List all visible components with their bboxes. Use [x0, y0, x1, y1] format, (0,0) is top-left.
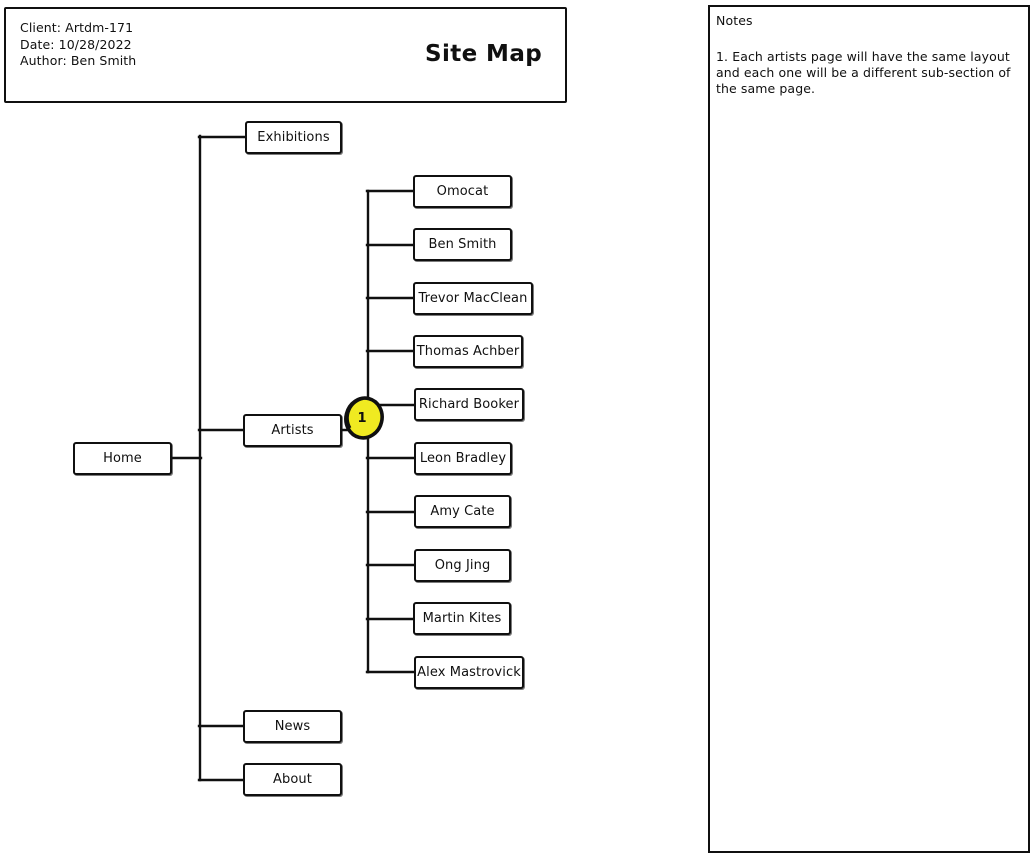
node-artist-richard-booker[interactable]: Richard Booker	[414, 388, 524, 421]
node-about[interactable]: About	[243, 763, 342, 796]
notes-text: 1. Each artists page will have the same …	[716, 49, 1011, 96]
author-label: Author: Ben Smith	[20, 53, 137, 68]
date-label: Date: 10/28/2022	[20, 36, 132, 52]
client-label: Client: Artdm-171	[20, 20, 134, 35]
project-meta: Client: Artdm-171 Date: 10/28/2022 Autho…	[20, 20, 136, 70]
node-artist-ong-jing[interactable]: Ong Jing	[414, 549, 511, 582]
annotation-number: 1	[357, 410, 367, 426]
notes-panel: Notes 1. Each artists page will have the…	[708, 5, 1030, 853]
header-box: Client: Artdm-171 Date: 10/28/2022 Autho…	[4, 7, 567, 103]
node-home[interactable]: Home	[73, 442, 172, 475]
node-artist-ben-smith[interactable]: Ben Smith	[413, 228, 512, 261]
annotation-marker-1[interactable]: 1	[342, 395, 388, 441]
node-exhibitions[interactable]: Exhibitions	[245, 121, 342, 154]
node-artist-trevor-macclean[interactable]: Trevor MacClean	[413, 282, 533, 315]
node-artist-omocat[interactable]: Omocat	[413, 175, 512, 208]
node-artist-thomas-achber[interactable]: Thomas Achber	[413, 335, 523, 368]
node-artists[interactable]: Artists	[243, 414, 342, 447]
notes-heading: Notes	[716, 13, 753, 28]
node-artist-amy-cate[interactable]: Amy Cate	[414, 495, 511, 528]
node-artist-martin-kites[interactable]: Martin Kites	[413, 602, 511, 635]
node-artist-alex-mastrovick[interactable]: Alex Mastrovick	[414, 656, 524, 689]
node-artist-leon-bradley[interactable]: Leon Bradley	[414, 442, 512, 475]
annotation-circle-icon	[344, 396, 384, 440]
node-news[interactable]: News	[243, 710, 342, 743]
page-title: Site Map	[425, 41, 543, 67]
